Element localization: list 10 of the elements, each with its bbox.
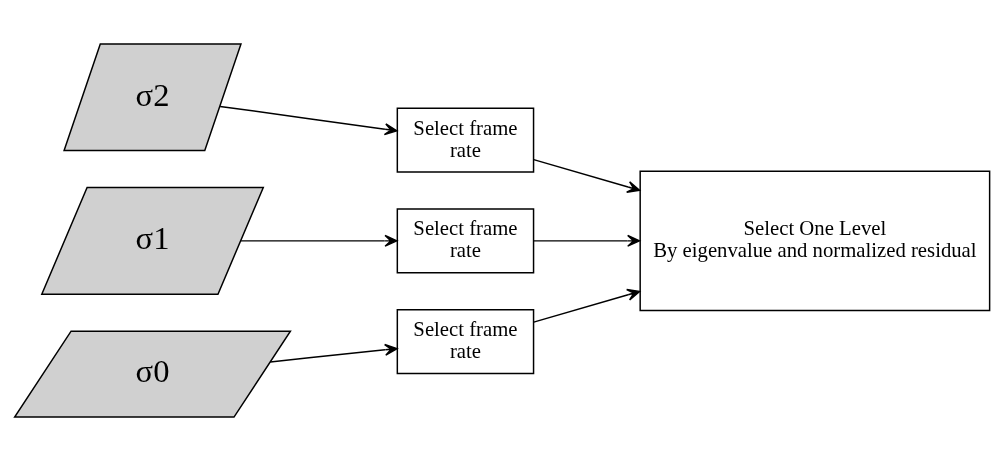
arrow [219, 105, 398, 135]
arrow [533, 158, 641, 193]
node-box: Select frame rate [396, 107, 535, 173]
node-box: Select frame rate [396, 207, 535, 273]
arrow [533, 288, 641, 323]
arrow [269, 343, 398, 363]
arrow [533, 234, 641, 247]
arrow [240, 234, 398, 247]
node-box: Select frame rate [396, 308, 535, 374]
node-box: Select One Level By eigenvalue and normalized residual [639, 170, 991, 311]
